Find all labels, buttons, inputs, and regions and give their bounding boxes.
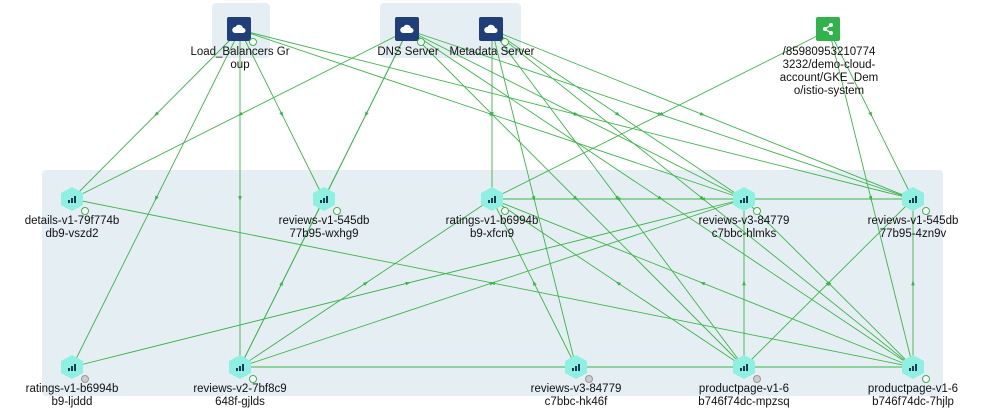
edge-arrow <box>238 196 242 202</box>
pod-icon <box>565 355 587 379</box>
pod-icon <box>313 187 335 211</box>
node-label: Metadata Server <box>449 46 535 58</box>
status-dot <box>249 38 257 46</box>
edge-arrow <box>699 111 706 116</box>
edge-arrow <box>153 111 159 117</box>
node-label: reviews-v3-84779 c7bbc-hlmks <box>698 215 790 240</box>
pod-icon <box>229 355 251 379</box>
node-label: /85980953210774 3232/demo-cloud- account… <box>779 46 879 97</box>
edge-arrow <box>699 197 705 201</box>
pod-icon <box>733 355 755 379</box>
pod-icon <box>733 187 755 211</box>
edge-arrow <box>911 280 915 286</box>
status-dot <box>753 207 761 215</box>
cloud-icon <box>479 17 503 41</box>
edge-arrow <box>615 281 621 286</box>
node-label: reviews-v1-545db 77b95-4zn9v <box>867 215 959 240</box>
pod-icon <box>61 187 83 211</box>
node-reviews-v2-gjlds[interactable]: reviews-v2-7bf8c9 648f-gjlds <box>170 354 310 409</box>
edge-arrow <box>154 195 159 202</box>
node-label: Load_Balancers Gr oup <box>190 46 290 71</box>
status-dot <box>249 375 257 383</box>
pod-icon <box>61 355 83 379</box>
edge-arrow <box>489 282 495 286</box>
node-istio-system-account[interactable]: /85980953210774 3232/demo-cloud- account… <box>759 17 899 98</box>
node-dns-server[interactable]: DNS Server <box>338 17 478 59</box>
edge-arrow <box>279 111 284 118</box>
edge-arrow <box>490 112 494 118</box>
pod-icon <box>902 187 924 211</box>
status-dot <box>922 375 930 383</box>
node-label: productpage-v1-6 b746f74dc-mpzsq <box>698 383 790 408</box>
edge-arrow <box>405 281 411 286</box>
node-metadata-server[interactable]: Metadata Server <box>422 17 562 59</box>
status-dot <box>81 375 89 383</box>
node-reviews-v3-hk46f[interactable]: reviews-v3-84779 c7bbc-hk46f <box>506 354 646 409</box>
edge-arrow <box>699 281 706 286</box>
edge-arrow <box>825 280 831 286</box>
node-label: reviews-v3-84779 c7bbc-hk46f <box>530 383 622 408</box>
status-dot <box>922 207 930 215</box>
node-reviews-v1-wxhg9[interactable]: reviews-v1-545db 77b95-wxhg9 <box>254 186 394 241</box>
edge-arrow <box>868 111 873 118</box>
status-dot <box>501 38 509 46</box>
status-dot <box>753 375 761 383</box>
edge-arrow <box>657 111 664 116</box>
node-productpage-mpzsq[interactable]: productpage-v1-6 b746f74dc-mpzsq <box>674 354 814 409</box>
node-reviews-v1-4zn9v[interactable]: reviews-v1-545db 77b95-4zn9v <box>843 186 983 241</box>
node-label: reviews-v2-7bf8c9 648f-gjlds <box>193 383 287 408</box>
edge-arrow <box>363 281 369 286</box>
edge-arrow <box>237 111 243 116</box>
node-label: details-v1-79f774b db9-vszd2 <box>24 215 120 240</box>
pod-icon <box>481 187 503 211</box>
node-label: DNS Server <box>377 46 439 58</box>
node-reviews-v3-hlmks[interactable]: reviews-v3-84779 c7bbc-hlmks <box>674 186 814 241</box>
pod-icon <box>902 355 924 379</box>
status-dot <box>585 375 593 383</box>
node-label: productpage-v1-6 b746f74dc-7hjlp <box>867 383 959 408</box>
cloud-icon <box>395 17 419 41</box>
edge-arrow <box>742 280 746 286</box>
status-dot <box>417 38 425 46</box>
node-load-balancers[interactable]: Load_Balancers Gr oup <box>170 17 310 72</box>
status-dot <box>81 207 89 215</box>
share-icon <box>816 17 840 41</box>
cloud-icon <box>227 17 251 41</box>
edge-arrow <box>615 111 621 117</box>
node-details-v1[interactable]: details-v1-79f774b db9-vszd2 <box>2 186 142 241</box>
edge-arrow <box>279 280 284 286</box>
node-ratings-v1-ljddd[interactable]: ratings-v1-b6994b b9-ljddd <box>2 354 142 409</box>
node-label: ratings-v1-b6994b b9-xfcn9 <box>445 215 539 240</box>
node-productpage-7hjlp[interactable]: productpage-v1-6 b746f74dc-7hjlp <box>843 354 983 409</box>
status-dot <box>333 207 341 215</box>
edge-arrow <box>532 280 537 286</box>
node-label: ratings-v1-b6994b b9-ljddd <box>25 383 119 408</box>
node-ratings-v1-xfcn9[interactable]: ratings-v1-b6994b b9-xfcn9 <box>422 186 562 241</box>
node-label: reviews-v1-545db 77b95-wxhg9 <box>278 215 370 240</box>
edge-arrow <box>573 111 579 116</box>
edge-arrow <box>657 195 663 201</box>
status-dot <box>501 207 509 215</box>
